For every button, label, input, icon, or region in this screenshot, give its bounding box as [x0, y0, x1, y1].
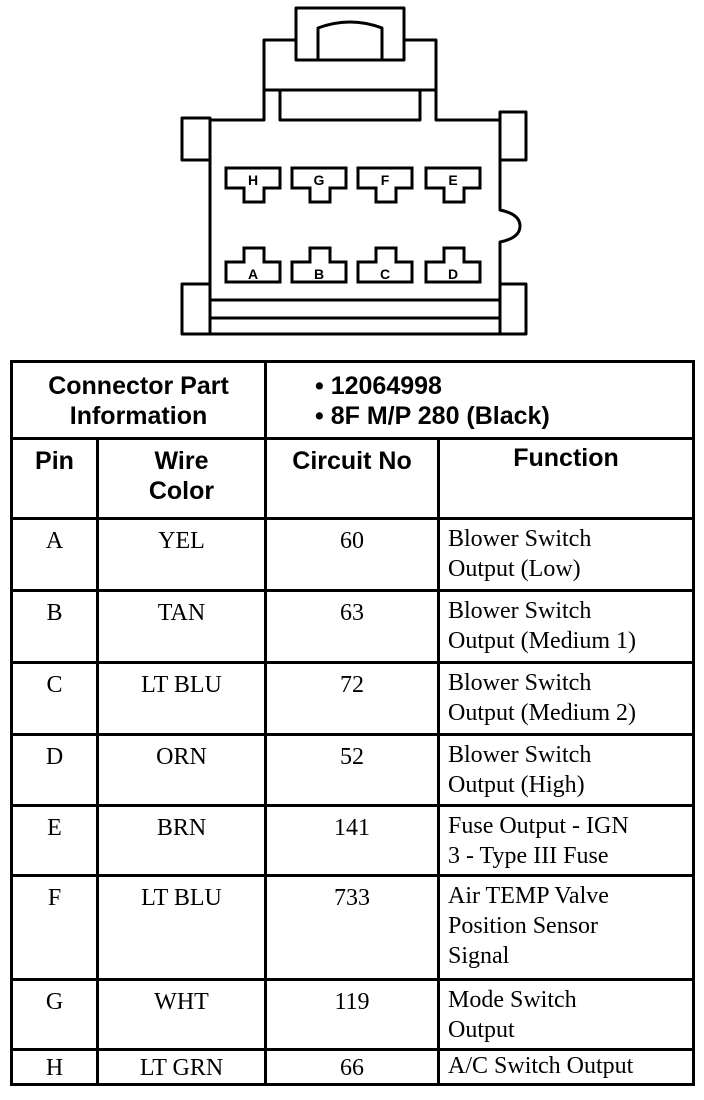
pin-cell: H	[10, 1048, 99, 1086]
circuit-cell: 733	[264, 874, 440, 981]
pin-cavity-e	[424, 166, 482, 204]
wire-color-cell: LT BLU	[96, 661, 267, 736]
function-line: Output (Medium 2)	[448, 700, 636, 726]
function-cell: A/C Switch Output	[437, 1048, 695, 1086]
function-line: Blower Switch	[448, 670, 592, 696]
pin-cavity-b	[290, 246, 348, 284]
latch-inner	[316, 20, 384, 62]
wire-color-cell: LT GRN	[96, 1048, 267, 1086]
pin-label-d: D	[448, 266, 458, 282]
wire-color-cell: WHT	[96, 978, 267, 1051]
circuit-cell: 52	[264, 733, 440, 807]
pin-label-a: A	[248, 266, 258, 282]
pin-cavity-f	[356, 166, 414, 204]
pin-cell: E	[10, 804, 99, 877]
part-info-values: • 12064998 • 8F M/P 280 (Black)	[264, 360, 695, 440]
pin-cell: C	[10, 661, 99, 736]
pin-cell: A	[10, 517, 99, 592]
pin-label-b: B	[314, 266, 324, 282]
circuit-cell: 141	[264, 804, 440, 877]
part-number: • 12064998	[315, 372, 442, 400]
wire-color-cell: ORN	[96, 733, 267, 807]
pin-label-c: C	[380, 266, 390, 282]
function-line: Fuse Output - IGN	[448, 813, 629, 839]
function-line: Blower Switch	[448, 526, 592, 552]
column-header-row: Pin Wire Color Circuit No Function	[10, 437, 695, 520]
wire-color-cell: LT BLU	[96, 874, 267, 981]
pin-cell: B	[10, 589, 99, 664]
wire-color-cell: TAN	[96, 589, 267, 664]
header-pin: Pin	[10, 437, 99, 520]
pin-label-f: F	[381, 172, 390, 188]
function-line: Air TEMP Valve	[448, 883, 609, 909]
function-line: Blower Switch	[448, 598, 592, 624]
function-line: Output (High)	[448, 772, 585, 798]
circuit-cell: 63	[264, 589, 440, 664]
wire-color-cell: YEL	[96, 517, 267, 592]
circuit-cell: 60	[264, 517, 440, 592]
circuit-cell: 119	[264, 978, 440, 1051]
function-line: Output (Medium 1)	[448, 628, 636, 654]
connector-type: • 8F M/P 280 (Black)	[315, 402, 550, 430]
pin-cavity-c	[356, 246, 414, 284]
part-info-label: Connector Part Information	[10, 360, 267, 440]
header-wire-color: Wire Color	[96, 437, 267, 520]
pin-label-e: E	[448, 172, 457, 188]
function-line: Output (Low)	[448, 556, 581, 582]
header-circuit-no: Circuit No	[264, 437, 440, 520]
function-line: Signal	[448, 943, 510, 969]
pin-cavity-h	[224, 166, 282, 204]
header-function: Function	[437, 437, 695, 520]
function-line: Output	[448, 1017, 515, 1043]
pin-label-g: G	[314, 172, 325, 188]
function-line: 3 - Type III Fuse	[448, 843, 609, 869]
pin-cavity-a	[224, 246, 282, 284]
circuit-cell: 72	[264, 661, 440, 736]
pin-cavity-d	[424, 246, 482, 284]
part-info-row: Connector Part Information • 12064998 • …	[10, 360, 695, 440]
function-line: Position Sensor	[448, 913, 599, 939]
latch-outer	[294, 6, 406, 62]
wire-color-cell: BRN	[96, 804, 267, 877]
function-line: Blower Switch	[448, 742, 592, 768]
function-line: A/C Switch Output	[448, 1053, 634, 1079]
pin-cell: F	[10, 874, 99, 981]
pin-label-h: H	[248, 172, 258, 188]
circuit-cell: 66	[264, 1048, 440, 1086]
latch-bar	[278, 88, 422, 122]
pin-cell: G	[10, 978, 99, 1051]
function-cell: Fuse Output - IGN 3 - Type III Fuse	[437, 804, 695, 877]
connector-pinout-table: Connector Part Information • 12064998 • …	[10, 360, 695, 1086]
function-line: Mode Switch	[448, 987, 577, 1013]
pin-cell: D	[10, 733, 99, 807]
pin-cavity-g	[290, 166, 348, 204]
connector-face-diagram: H G F E A B C D	[180, 6, 528, 336]
